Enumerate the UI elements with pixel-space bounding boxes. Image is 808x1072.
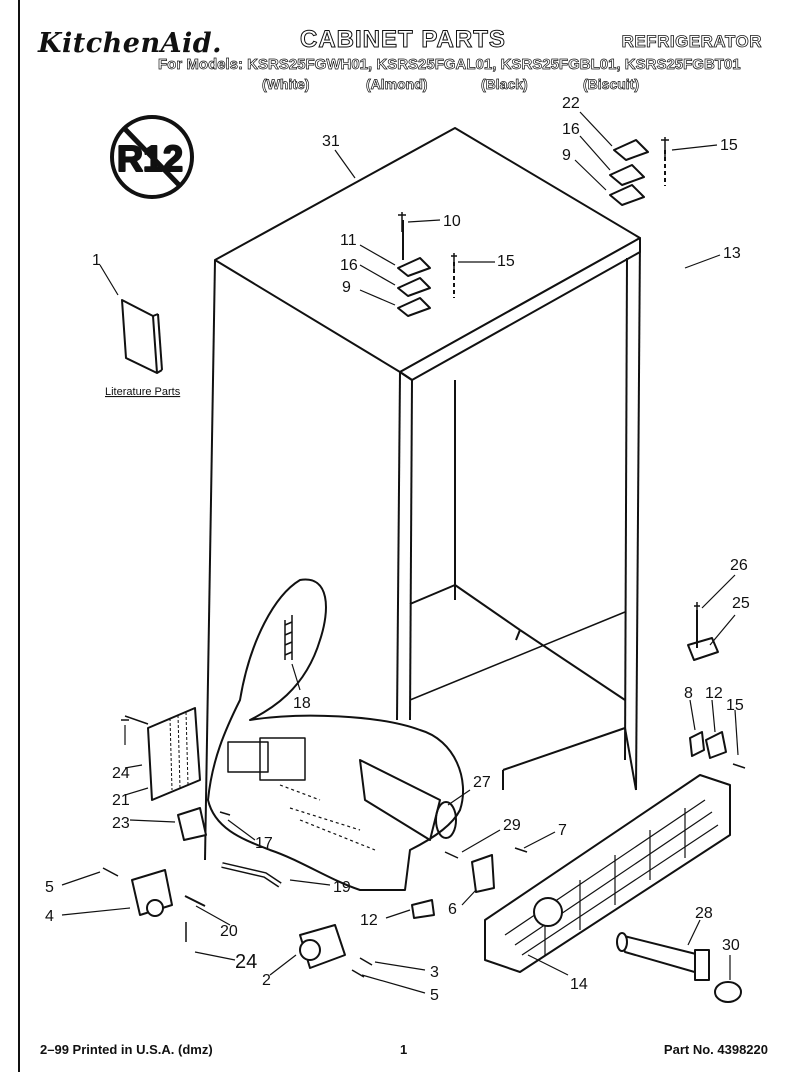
brand-logo: KitchenAid. (38, 28, 223, 59)
callout-8: 8 (684, 685, 693, 702)
callout-15c: 15 (726, 697, 744, 714)
callout-23: 23 (112, 815, 130, 832)
callout-21: 21 (112, 792, 130, 809)
grille-cylinder (616, 932, 742, 1003)
print-info: 2–99 Printed in U.S.A. (dmz) (40, 1042, 213, 1057)
callout-10: 10 (443, 213, 461, 230)
callout-24a: 24 (112, 765, 130, 782)
color-biscuit: (Biscuit) (583, 76, 640, 93)
toe-grille (484, 774, 731, 973)
callout-22: 22 (562, 95, 580, 112)
callout-18: 18 (293, 695, 311, 712)
callout-12b: 12 (360, 912, 378, 929)
callout-30: 30 (722, 937, 740, 954)
r12-text: R12 (117, 138, 183, 179)
machine-compartment-cutaway (207, 578, 465, 891)
page-number: 1 (400, 1042, 408, 1057)
model-list: For Models: KSRS25FGWH01, KSRS25FGAL01, … (158, 56, 741, 74)
callout-27: 27 (473, 774, 491, 791)
callout-5b: 5 (430, 987, 439, 1004)
callout-7: 7 (558, 822, 567, 839)
callout-numbers: 1 2 3 4 5 5 6 7 8 9 9 10 11 12 12 13 14 … (45, 95, 750, 1004)
callout-4: 4 (45, 908, 54, 925)
callout-2: 2 (262, 972, 271, 989)
callout-1: 1 (92, 252, 101, 269)
callout-25: 25 (732, 595, 750, 612)
product-type: REFRIGERATOR (621, 32, 762, 52)
callout-20: 20 (220, 923, 238, 940)
cabinet-shell (204, 127, 641, 861)
callout-5a: 5 (45, 879, 54, 896)
callout-16a: 16 (340, 257, 358, 274)
drain-tube (221, 862, 282, 888)
part-number: Part No. 4398220 (663, 1042, 768, 1057)
upper-hinge-right (609, 139, 666, 206)
upper-hinge-center (397, 220, 455, 317)
callout-15b: 15 (497, 253, 515, 270)
page-title: CABINET PARTS (300, 26, 506, 54)
callout-14: 14 (570, 976, 588, 993)
callout-9b: 9 (562, 147, 571, 164)
color-white: (White) (262, 76, 310, 93)
callout-11: 11 (340, 232, 357, 249)
callout-19: 19 (333, 879, 351, 896)
callout-31: 31 (322, 133, 340, 150)
left-margin-rule (18, 0, 20, 1072)
callout-29: 29 (503, 817, 521, 834)
roller-assembly (131, 869, 173, 917)
callout-17: 17 (255, 835, 273, 852)
callout-24b: 24 (235, 951, 257, 973)
literature-booklet (121, 299, 163, 374)
callout-12a: 12 (705, 685, 723, 702)
callout-15a: 15 (720, 137, 738, 154)
callout-9a: 9 (342, 279, 351, 296)
callout-13: 13 (723, 245, 741, 262)
literature-parts-label: Literature Parts (105, 386, 181, 398)
color-almond: (Almond) (366, 76, 428, 93)
no-r12-badge: R12 (110, 115, 194, 199)
screws (102, 137, 746, 978)
callout-16b: 16 (562, 121, 580, 138)
callout-6: 6 (448, 901, 457, 918)
color-black: (Black) (481, 76, 528, 93)
callout-28: 28 (695, 905, 713, 922)
leader-lines (61, 111, 739, 994)
rear-panel-left (147, 707, 201, 801)
small-brackets (177, 807, 495, 919)
callout-26: 26 (730, 557, 748, 574)
front-roller (299, 924, 346, 969)
callout-3: 3 (430, 964, 439, 981)
